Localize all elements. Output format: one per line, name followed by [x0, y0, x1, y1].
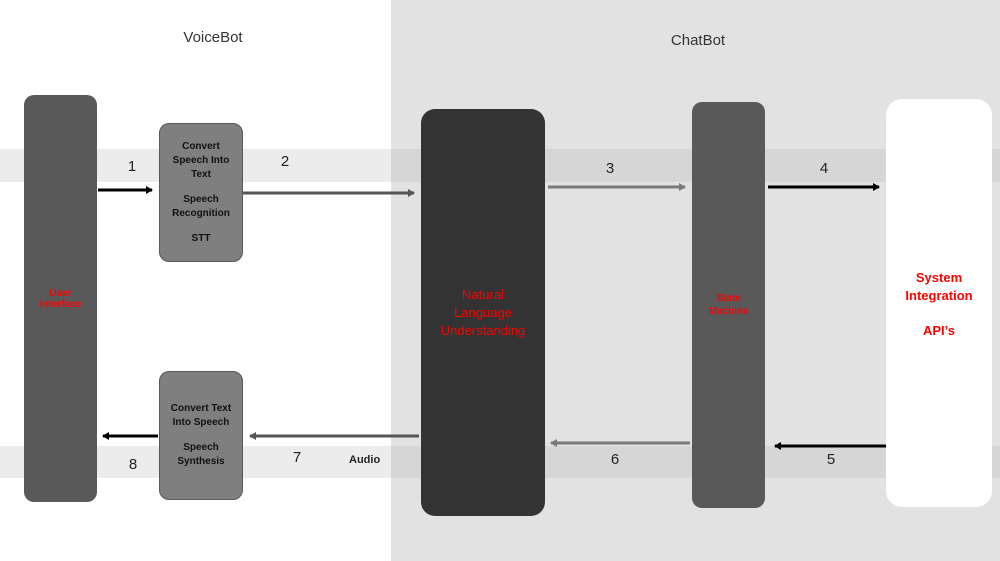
chatbot-label: ChatBot	[670, 32, 726, 49]
stt-line2: Speech Recognition	[172, 193, 230, 219]
nlu-label: Natural Language Understanding	[440, 286, 526, 338]
step-6: 6	[610, 451, 620, 468]
step-2: 2	[280, 153, 290, 170]
step-8: 8	[128, 456, 138, 473]
stt-line3: STT	[191, 232, 211, 244]
speech-to-text-box: Convert Speech Into Text Speech Recognit…	[159, 123, 243, 262]
system-integration-label: System Integration	[905, 269, 973, 303]
step-3: 3	[605, 160, 615, 177]
user-interface-box: User Interface	[24, 95, 97, 502]
step-4: 4	[819, 160, 829, 177]
state-machine-label: State Machine	[708, 293, 749, 317]
step-7: 7	[292, 449, 302, 466]
system-integration-box: System Integration API’s	[886, 99, 992, 507]
tts-line2: Speech Synthesis	[177, 442, 225, 467]
stt-line1: Convert Speech Into Text	[172, 140, 230, 180]
nlu-box: Natural Language Understanding	[421, 109, 545, 516]
tts-line1: Convert Text Into Speech	[170, 403, 232, 428]
state-machine-box: State Machine	[692, 102, 765, 508]
user-interface-label: User Interface	[39, 287, 82, 310]
apis-label: API’s	[922, 322, 956, 338]
voicebot-label: VoiceBot	[183, 29, 243, 46]
text-to-speech-box: Convert Text Into Speech Speech Synthesi…	[159, 371, 243, 500]
step-1: 1	[127, 158, 137, 175]
audio-label: Audio	[349, 454, 381, 466]
step-5: 5	[826, 451, 836, 468]
